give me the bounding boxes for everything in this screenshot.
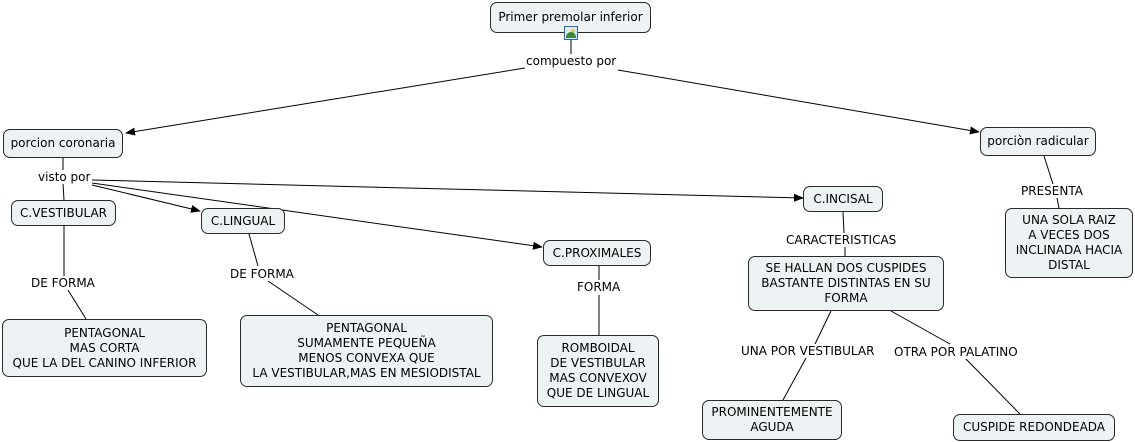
edge-lingual-deforma [248, 233, 259, 267]
link-de-forma-vestibular[interactable]: DE FORMA [30, 276, 96, 290]
image-icon[interactable] [564, 26, 578, 40]
edge-otrapor-redondeada [964, 357, 1021, 415]
link-de-forma-lingual[interactable]: DE FORMA [229, 267, 295, 281]
concept-prominentemente-aguda[interactable]: PROMINENTEMENTE AGUDA [702, 400, 842, 440]
edge-compuesto-radicular [617, 69, 980, 135]
link-visto-por[interactable]: visto por [37, 170, 92, 184]
concept-incisal-caracteristicas[interactable]: SE HALLAN DOS CUSPIDES BASTANTE DISTINTA… [748, 256, 944, 311]
concept-porcion-coronaria[interactable]: porcion coronaria [3, 129, 123, 158]
concept-proximales-forma[interactable]: ROMBOIDAL DE VESTIBULAR MAS CONVEXOV QUE… [537, 335, 659, 407]
edge-visto-proximales [91, 182, 543, 250]
edge-compuesto-coronaria [125, 67, 526, 136]
edge-deforma-lingforma [267, 280, 319, 316]
edge-carac-unapor [814, 310, 832, 345]
edge-presenta-raiz [1056, 197, 1060, 209]
concept-primer-premolar-inferior[interactable]: Primer premolar inferior [490, 2, 651, 33]
edge-visto-lingual [91, 184, 201, 213]
concept-porcion-radicular[interactable]: porciòn radicular [980, 127, 1096, 156]
edge-incisal-carac [842, 211, 845, 234]
link-una-por-vestibular[interactable]: UNA POR VESTIBULAR [740, 344, 876, 358]
link-presenta[interactable]: PRESENTA [1020, 184, 1084, 198]
edge-visto-vestibular [62, 182, 65, 201]
concept-lingual-forma[interactable]: PENTAGONAL SUMAMENTE PEQUEÑA MENOS CONVE… [240, 315, 493, 387]
edge-radicular-presenta [1043, 155, 1054, 185]
concept-vestibular-forma[interactable]: PENTAGONAL MAS CORTA QUE LA DEL CANINO I… [2, 319, 207, 377]
edge-carac-otrapor [890, 310, 951, 345]
concept-raiz[interactable]: UNA SOLA RAIZ A VECES DOS INCLINADA HACI… [1005, 208, 1133, 278]
concept-cuspide-redondeada[interactable]: CUSPIDE REDONDEADA [953, 414, 1115, 441]
link-forma-proximales[interactable]: FORMA [576, 280, 622, 294]
concept-c-proximales[interactable]: C.PROXIMALES [543, 240, 651, 266]
link-otra-por-palatino[interactable]: OTRA POR PALATINO [893, 345, 1019, 359]
edge-visto-incisal [91, 179, 804, 202]
link-compuesto-por[interactable]: compuesto por [525, 54, 618, 68]
concept-c-vestibular[interactable]: C.VESTIBULAR [11, 200, 116, 226]
concept-c-incisal[interactable]: C.INCISAL [803, 186, 883, 212]
link-caracteristicas[interactable]: CARACTERISTICAS [785, 233, 898, 247]
edge-unapor-aguda [782, 357, 807, 401]
concept-c-lingual[interactable]: C.LINGUAL [201, 208, 285, 234]
edge-deforma-vestforma [67, 289, 87, 320]
